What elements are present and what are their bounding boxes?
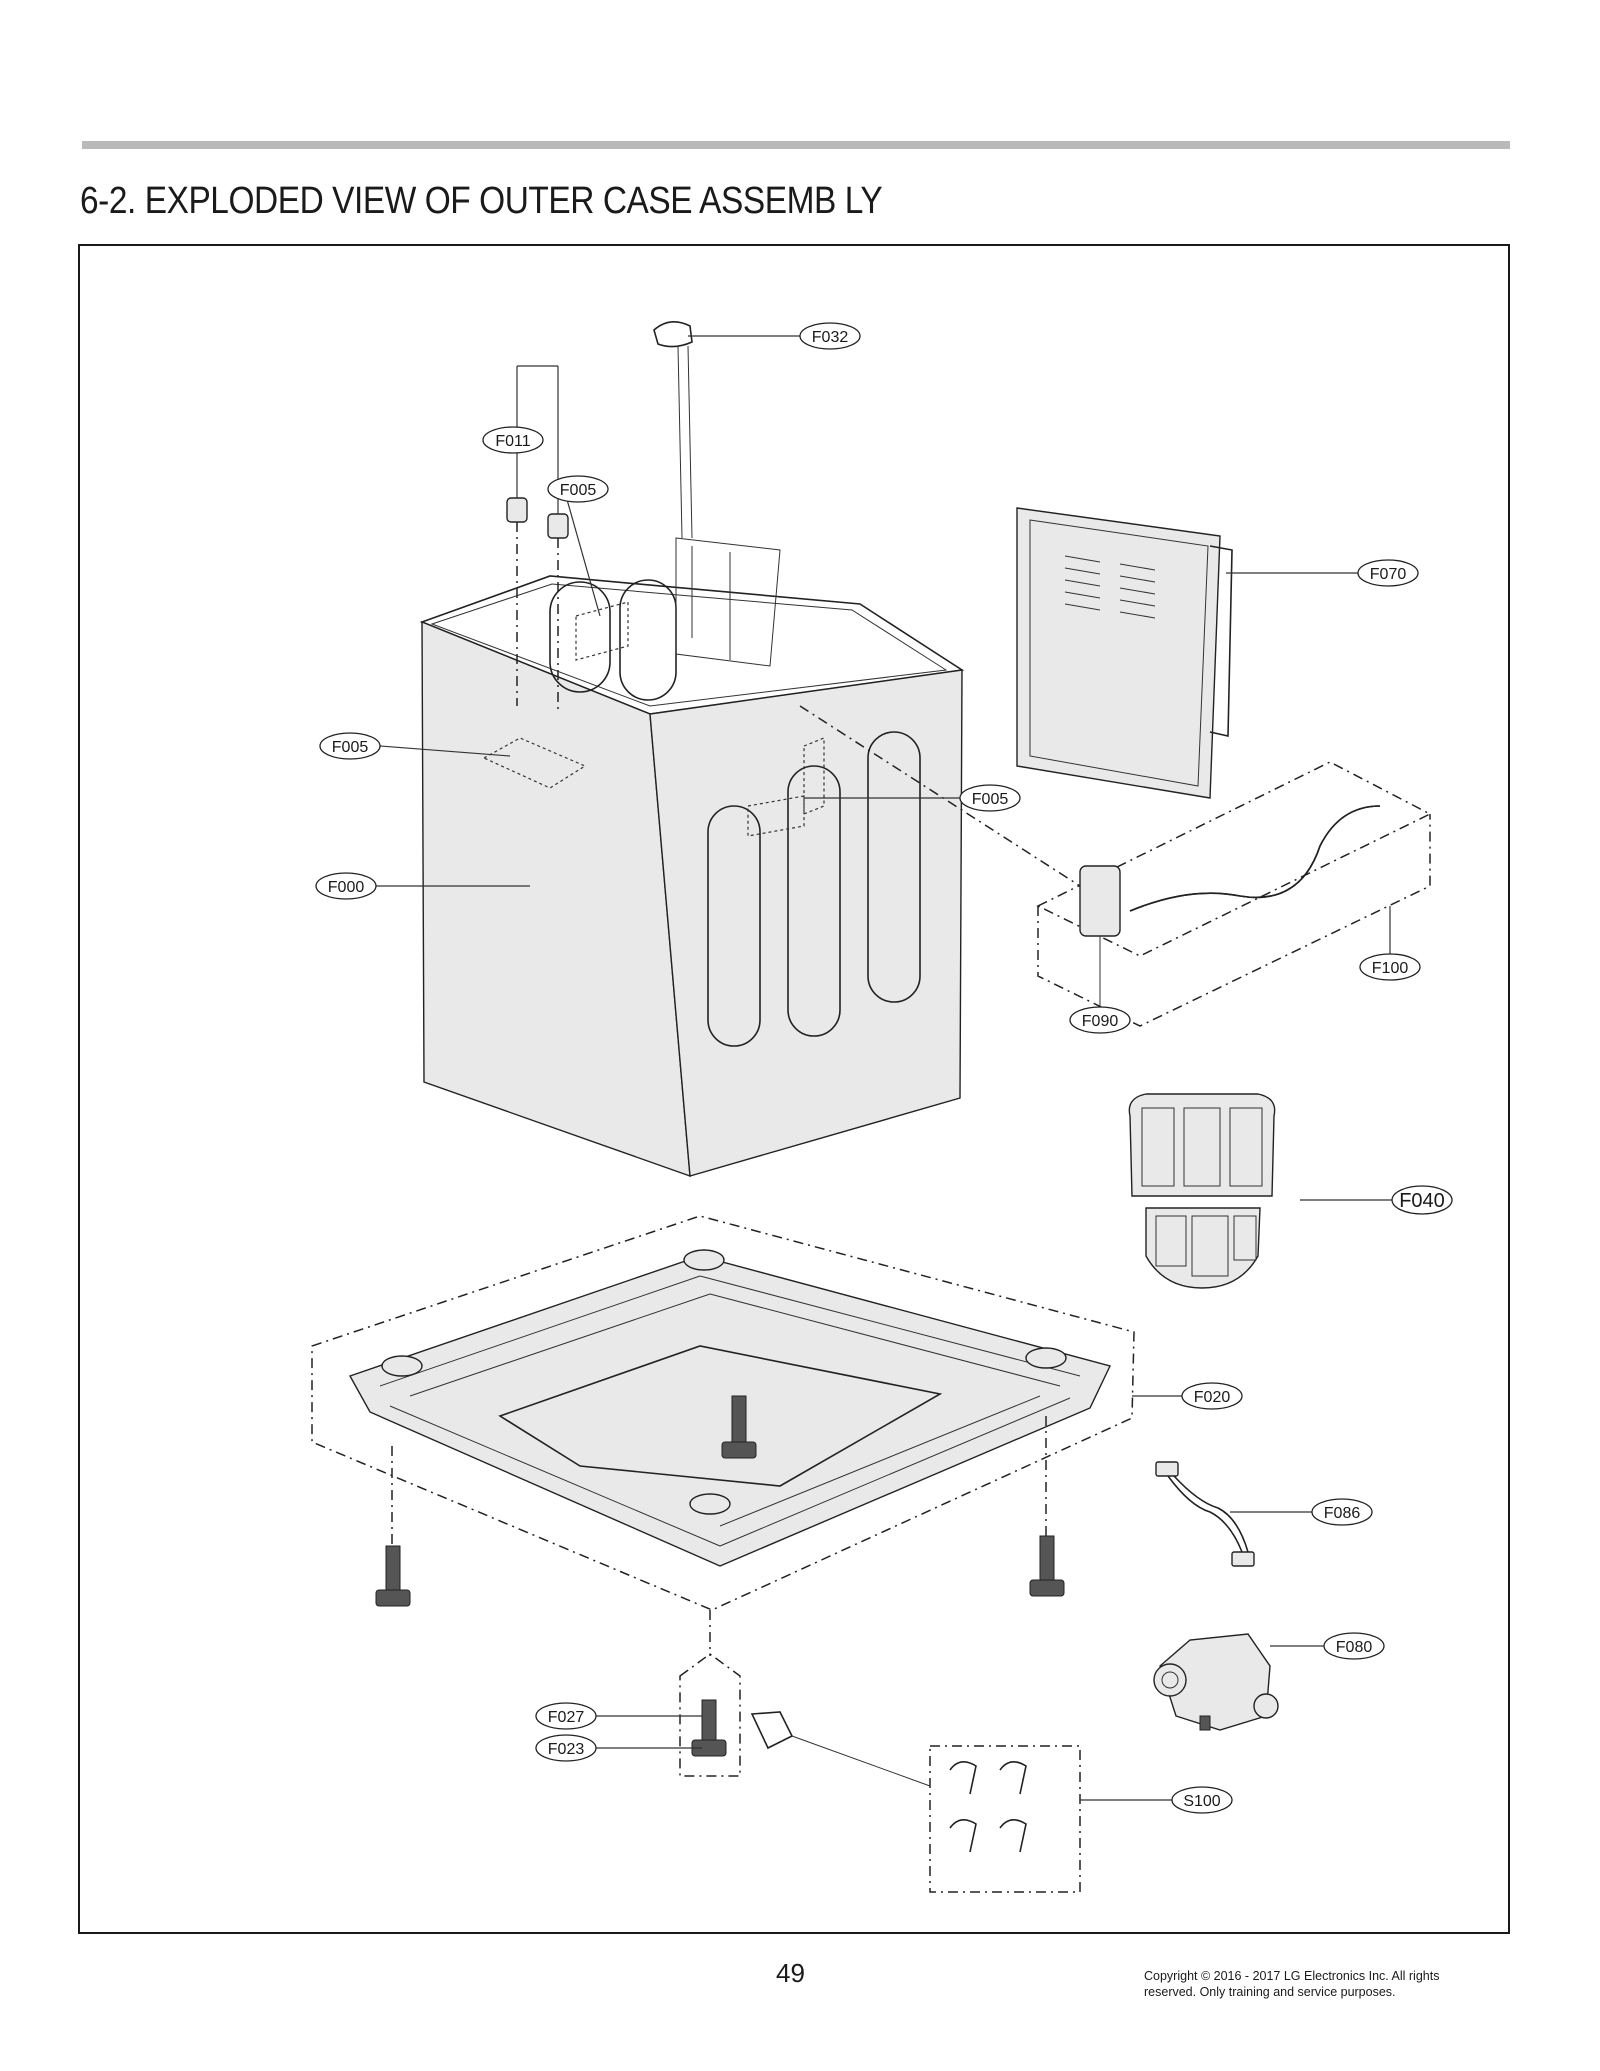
base-frame-f020-drawing [311,1215,1135,1611]
header-rule [82,141,1510,149]
callout-f000-label: F000 [328,879,365,896]
drain-hose-drawing [799,705,1432,1027]
callout-f070-label: F070 [1370,566,1407,583]
callout-f011: F011 [482,426,544,454]
callout-f005-right: F005 [959,784,1021,812]
callout-f090: F090 [1069,1006,1131,1034]
callout-f040-label: F040 [1399,1190,1445,1212]
callout-f011-label: F011 [495,433,530,450]
page-number: 49 [776,1958,805,1988]
page-title: 6-2. EXPLODED VIEW OF OUTER CASE ASSEMB … [80,180,883,222]
callout-f080-label: F080 [1336,1639,1373,1656]
clamp-f032-drawing [653,321,693,539]
callout-f005-top: F005 [547,475,609,503]
pump-f080-drawing [1153,1633,1279,1731]
filter-cover-f040-drawing [1128,1093,1276,1289]
callout-f005-left: F005 [319,732,381,760]
callout-f005-left-label: F005 [332,739,369,756]
callout-f032: F032 [799,322,861,350]
copyright-notice: Copyright © 2016 - 2017 LG Electronics I… [1144,1969,1440,1999]
callout-f086: F086 [1311,1498,1373,1526]
callout-f027-label: F027 [548,1709,585,1726]
callout-f005-right-label: F005 [972,791,1009,808]
leader-lines [376,335,1394,1801]
callout-f100-label: F100 [1372,960,1409,977]
callout-s100-label: S100 [1183,1793,1220,1810]
callout-f080: F080 [1323,1632,1385,1660]
callout-f070: F070 [1357,559,1419,587]
harness-f086-drawing [1155,1461,1255,1567]
back-panel-f070-drawing [1016,507,1233,799]
callout-f020: F020 [1181,1382,1243,1410]
diagram-frame: F032 F011 F005 F070 F005 F005 F000 F100 [78,244,1510,1934]
callout-f086-label: F086 [1324,1505,1361,1522]
callout-f005-top-label: F005 [560,482,597,499]
callout-f040: F040 [1391,1185,1453,1215]
callout-f090-label: F090 [1082,1013,1119,1030]
callout-f032-label: F032 [812,329,849,346]
clips-drawing [750,1711,1081,1893]
cabinet-drawing [419,537,965,1178]
exploded-view-diagram: F032 F011 F005 F070 F005 F005 F000 F100 [311,321,1453,1893]
callout-f023: F023 [535,1734,597,1762]
callout-f023-label: F023 [548,1741,585,1758]
callout-f027: F027 [535,1702,597,1730]
callout-s100: S100 [1171,1786,1233,1814]
callout-f000: F000 [315,872,377,900]
leveling-feet-drawing [375,1395,1065,1777]
callout-f100: F100 [1359,953,1421,981]
callout-f020-label: F020 [1194,1389,1231,1406]
